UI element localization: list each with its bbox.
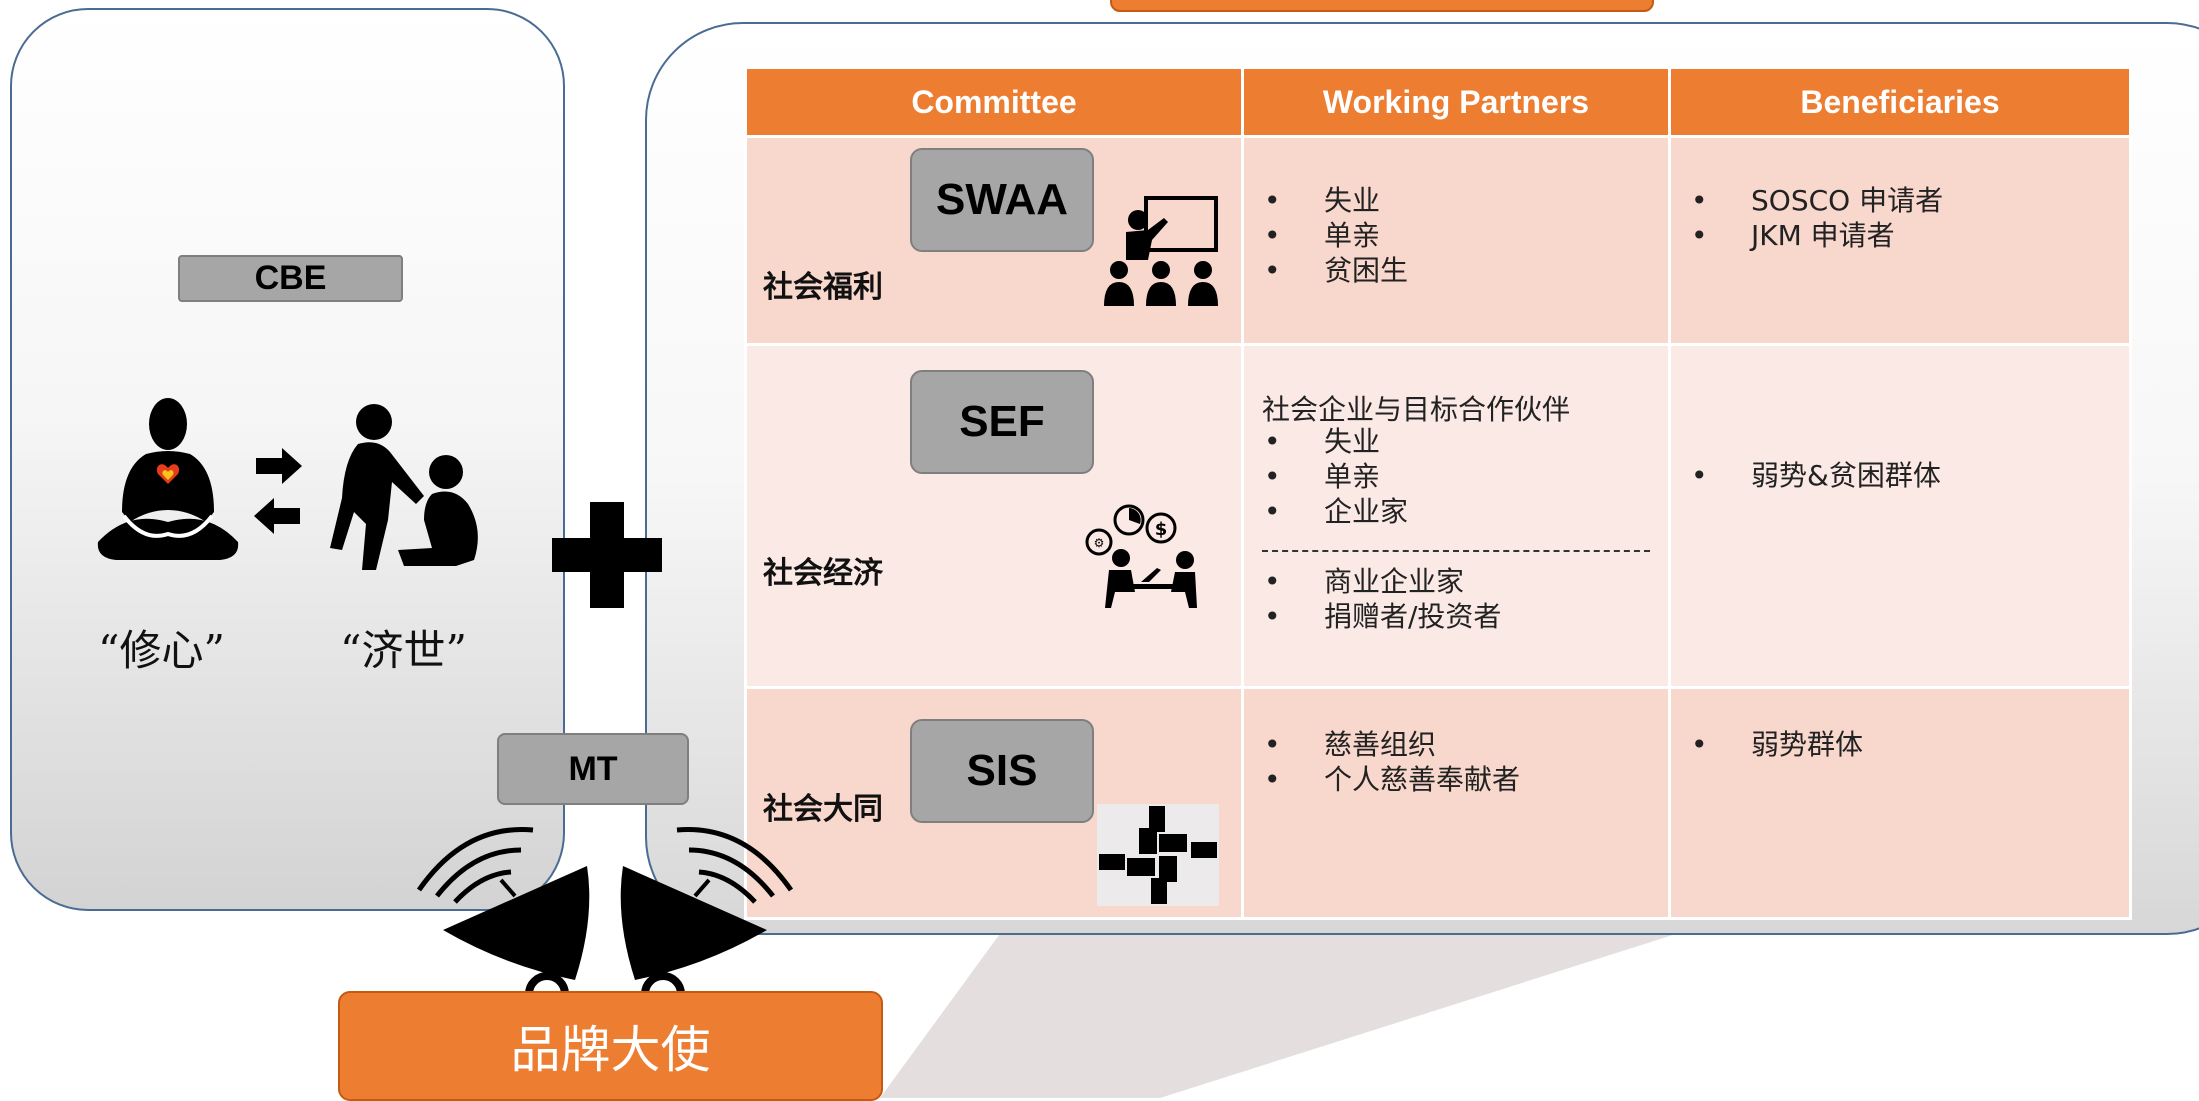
partners-list: 失业 单亲 贫困生	[1262, 183, 1408, 288]
partners-cell: 失业 单亲 贫困生	[1241, 135, 1671, 346]
list-item: 个人慈善奉献者	[1262, 762, 1520, 797]
beneficiaries-list: 弱势&贫困群体	[1689, 458, 1941, 493]
presentation-audience-icon	[1104, 196, 1218, 306]
table-header-row: Committee Working Partners Beneficiaries	[744, 66, 2132, 138]
quote-xiuxin: “修心”	[98, 626, 225, 675]
list-item: 弱势&贫困群体	[1689, 458, 1941, 493]
list-item: 贫困生	[1262, 253, 1408, 288]
committee-name: 社会经济	[763, 556, 883, 591]
united-hands-icon	[1097, 804, 1219, 906]
table-row: SIS 社会大同 慈善组织 个人慈善奉献者 弱势群体	[744, 686, 2132, 920]
quote-jishi: “济世”	[340, 626, 467, 675]
partners-cell: 慈善组织 个人慈善奉献者	[1241, 686, 1671, 920]
committee-code-box: SWAA	[910, 148, 1094, 252]
table-row: SEF 社会经济 ⚙ $ 社会企业与目标合作伙伴 失业 单亲 企业家	[744, 343, 2132, 689]
committee-cell: SIS 社会大同	[744, 686, 1244, 920]
plus-icon	[552, 502, 662, 608]
committee-table: Committee Working Partners Beneficiaries…	[744, 66, 2132, 920]
partners-cell: 社会企业与目标合作伙伴 失业 单亲 企业家 商业企业家 捐赠者/投资者	[1241, 343, 1671, 689]
partners-extra-list: 商业企业家 捐赠者/投资者	[1262, 564, 1501, 634]
top-orange-bar	[1110, 0, 1654, 12]
header-committee: Committee	[744, 66, 1244, 138]
committee-cell: SWAA 社会福利	[744, 135, 1244, 346]
table-row: SWAA 社会福利 失业 单亲 贫困生	[744, 135, 2132, 346]
list-item: 慈善组织	[1262, 727, 1520, 762]
beneficiaries-cell: 弱势群体	[1668, 686, 2132, 920]
committee-cell: SEF 社会经济 ⚙ $	[744, 343, 1244, 689]
partners-list: 失业 单亲 企业家	[1262, 424, 1408, 529]
committee-code-box: SEF	[910, 370, 1094, 474]
mt-badge: MT	[497, 733, 689, 805]
list-item: 捐赠者/投资者	[1262, 599, 1501, 634]
beneficiaries-cell: SOSCO 申请者 JKM 申请者	[1668, 135, 2132, 346]
svg-text:⚙: ⚙	[1094, 536, 1105, 550]
helping-hand-icon	[330, 404, 478, 570]
header-beneficiaries: Beneficiaries	[1668, 66, 2132, 138]
left-panel	[10, 8, 565, 911]
meditation-icon	[97, 398, 239, 560]
svg-text:$: $	[1155, 519, 1168, 540]
beneficiaries-list: SOSCO 申请者 JKM 申请者	[1689, 183, 1943, 253]
list-item: SOSCO 申请者	[1689, 183, 1943, 218]
business-meeting-icon: ⚙ $	[1085, 504, 1197, 608]
beneficiaries-cell: 弱势&贫困群体	[1668, 343, 2132, 689]
dashed-divider	[1262, 550, 1650, 552]
beneficiaries-list: 弱势群体	[1689, 727, 1863, 762]
committee-name: 社会大同	[763, 792, 883, 827]
list-item: 单亲	[1262, 218, 1408, 253]
list-item: 弱势群体	[1689, 727, 1863, 762]
list-item: 企业家	[1262, 494, 1408, 529]
satellite-dish-icon	[416, 827, 794, 1004]
list-item: 单亲	[1262, 459, 1408, 494]
brand-ambassador-button[interactable]: 品牌大使	[338, 991, 883, 1101]
partners-lead: 社会企业与目标合作伙伴	[1262, 393, 1571, 426]
list-item: 商业企业家	[1262, 564, 1501, 599]
committee-name: 社会福利	[763, 270, 883, 305]
cbe-badge: CBE	[178, 255, 403, 302]
list-item: 失业	[1262, 424, 1408, 459]
exchange-arrows-icon	[254, 448, 302, 534]
header-working-partners: Working Partners	[1241, 66, 1671, 138]
committee-code-box: SIS	[910, 719, 1094, 823]
list-item: 失业	[1262, 183, 1408, 218]
list-item: JKM 申请者	[1689, 218, 1943, 253]
partners-list: 慈善组织 个人慈善奉献者	[1262, 727, 1520, 797]
